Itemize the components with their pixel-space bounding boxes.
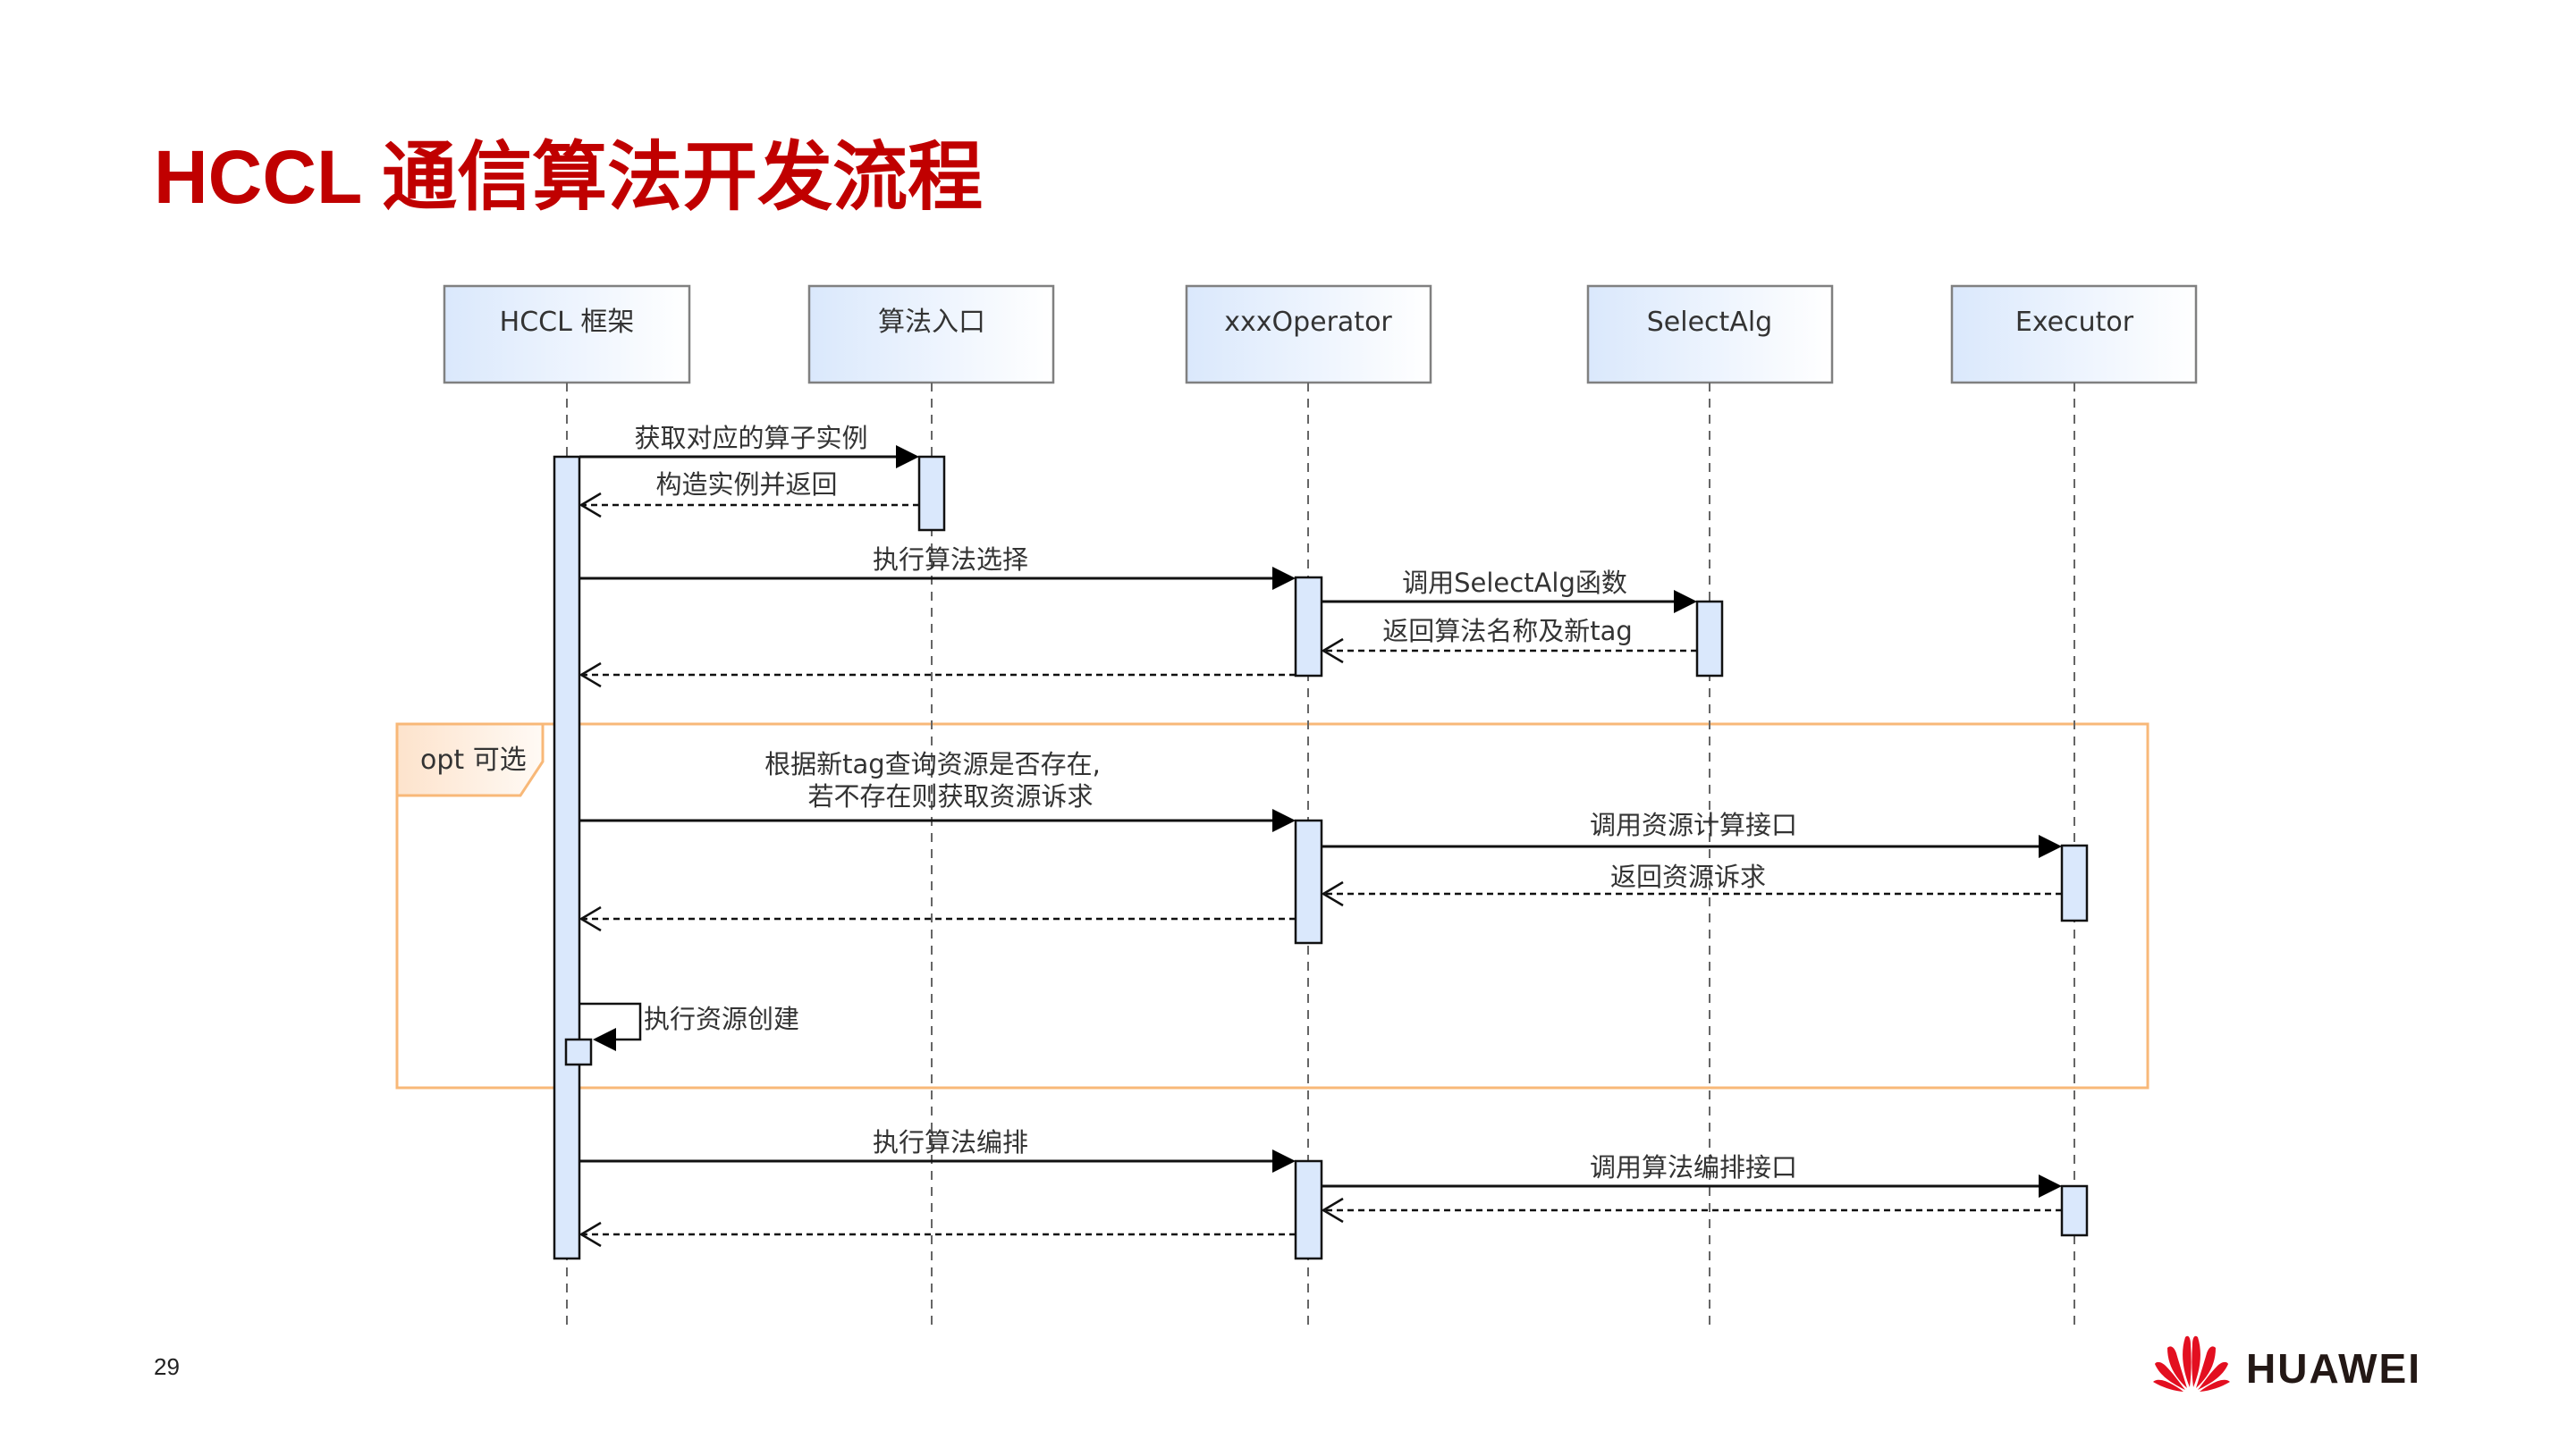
message-label: 构造实例并返回 <box>655 469 837 500</box>
message-return-to-hccl-2 <box>579 905 1296 932</box>
arrowhead-icon <box>2039 1174 2062 1198</box>
activation-hccl-self <box>564 1038 593 1066</box>
message-return-from-executor <box>1321 1197 2062 1224</box>
activation-operator-3 <box>1294 1159 1323 1260</box>
message-label: 返回算法名称及新tag <box>1382 616 1633 646</box>
open-arrowhead-icon <box>579 492 602 518</box>
message-label-line-2: 若不存在则获取资源诉求 <box>807 781 1093 812</box>
open-arrowhead-icon <box>1321 637 1344 664</box>
activation-hccl <box>553 455 581 1260</box>
participant-executor: Executor <box>1950 284 2198 1327</box>
open-arrowhead-icon <box>579 1221 602 1248</box>
self-loop-line <box>579 1002 642 1041</box>
message-call-resource-calc: 调用资源计算接口 <box>1322 810 2062 858</box>
arrowhead-icon <box>896 445 919 468</box>
participant-box <box>1586 284 1834 384</box>
message-construct-return: 构造实例并返回 <box>579 469 919 518</box>
participant-label: Executor <box>2015 307 2134 338</box>
huawei-logo: HUAWEI <box>2149 1332 2436 1396</box>
message-return-alg-name: 返回算法名称及新tag <box>1321 616 1697 664</box>
message-label: 执行资源创建 <box>644 1004 799 1034</box>
page-number: 29 <box>154 1353 180 1380</box>
message-return-to-hccl-1 <box>579 661 1296 688</box>
huawei-flower-icon <box>2153 1335 2230 1392</box>
opt-frame <box>395 722 2149 1090</box>
open-arrowhead-icon <box>579 661 602 688</box>
message-label: 获取对应的算子实例 <box>634 423 867 453</box>
participant-operator: xxxOperator <box>1185 284 1432 1327</box>
message-call-selectalg: 调用SelectAlg函数 <box>1322 568 1697 613</box>
message-exec-alg-orchestrate: 执行算法编排 <box>579 1127 1296 1173</box>
brand-name: HUAWEI <box>2246 1345 2421 1392</box>
message-self-create-resource: 执行资源创建 <box>579 1002 799 1051</box>
participant-label: HCCL 框架 <box>500 307 635 338</box>
arrowhead-icon <box>2039 835 2062 858</box>
arrowhead-icon <box>1272 809 1296 832</box>
message-query-resource: 根据新tag查询资源是否存在, 若不存在则获取资源诉求 <box>579 749 1296 832</box>
participant-selectalg: SelectAlg <box>1586 284 1834 1327</box>
message-label-line-1: 根据新tag查询资源是否存在, <box>764 749 1101 779</box>
activation-operator-1 <box>1294 576 1323 678</box>
participant-box <box>1185 284 1432 384</box>
participant-label: 算法入口 <box>878 307 985 338</box>
participant-label: SelectAlg <box>1647 307 1772 338</box>
participant-entry: 算法入口 <box>807 284 1055 1327</box>
message-call-orchestrate-api: 调用算法编排接口 <box>1322 1152 2062 1198</box>
message-label: 调用SelectAlg函数 <box>1402 568 1627 598</box>
arrowhead-icon <box>1674 590 1697 613</box>
activation-selectalg <box>1695 600 1724 678</box>
message-return-resource-req: 返回资源诉求 <box>1321 862 2062 907</box>
message-label: 返回资源诉求 <box>1610 862 1766 892</box>
activation-entry <box>917 455 946 532</box>
open-arrowhead-icon <box>579 905 602 932</box>
message-return-to-hccl-3 <box>579 1221 1296 1248</box>
opt-tag <box>395 722 545 797</box>
arrowhead-icon <box>1272 567 1296 590</box>
slide-title: HCCL 通信算法开发流程 <box>154 135 984 219</box>
message-label: 执行算法选择 <box>873 544 1028 575</box>
activation-operator-2 <box>1294 819 1323 945</box>
message-label: 调用资源计算接口 <box>1590 810 1797 840</box>
opt-fragment: opt 可选 <box>395 722 2149 1090</box>
arrowhead-icon <box>1272 1149 1296 1173</box>
message-exec-alg-select: 执行算法选择 <box>579 544 1296 590</box>
message-label: 执行算法编排 <box>873 1127 1028 1158</box>
participant-box <box>443 284 691 384</box>
message-get-operator-instance: 获取对应的算子实例 <box>579 423 919 468</box>
arrowhead-icon <box>593 1028 616 1051</box>
message-label: 调用算法编排接口 <box>1590 1152 1797 1183</box>
activation-executor-1 <box>2060 844 2089 922</box>
participant-label: xxxOperator <box>1224 307 1392 338</box>
open-arrowhead-icon <box>1321 1197 1344 1224</box>
open-arrowhead-icon <box>1321 880 1344 907</box>
activation-executor-2 <box>2060 1184 2089 1237</box>
opt-label: opt 可选 <box>420 745 527 776</box>
